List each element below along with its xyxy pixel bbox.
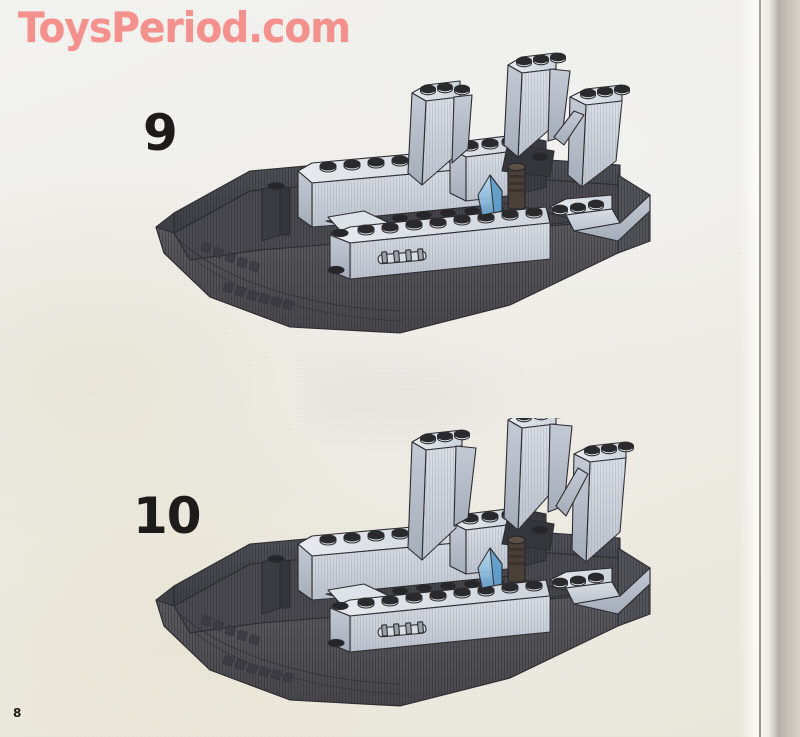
step-9-model-illustration <box>150 45 670 335</box>
step-number-10: 10 <box>133 487 202 545</box>
page-edge-shadow <box>740 0 800 737</box>
step-number-9: 9 <box>143 104 178 162</box>
page-number: 8 <box>13 706 22 720</box>
step-10-model-illustration <box>150 418 670 708</box>
watermark-toysperiod: ToysPeriod.com <box>18 3 351 52</box>
page-edge-line <box>759 0 761 737</box>
